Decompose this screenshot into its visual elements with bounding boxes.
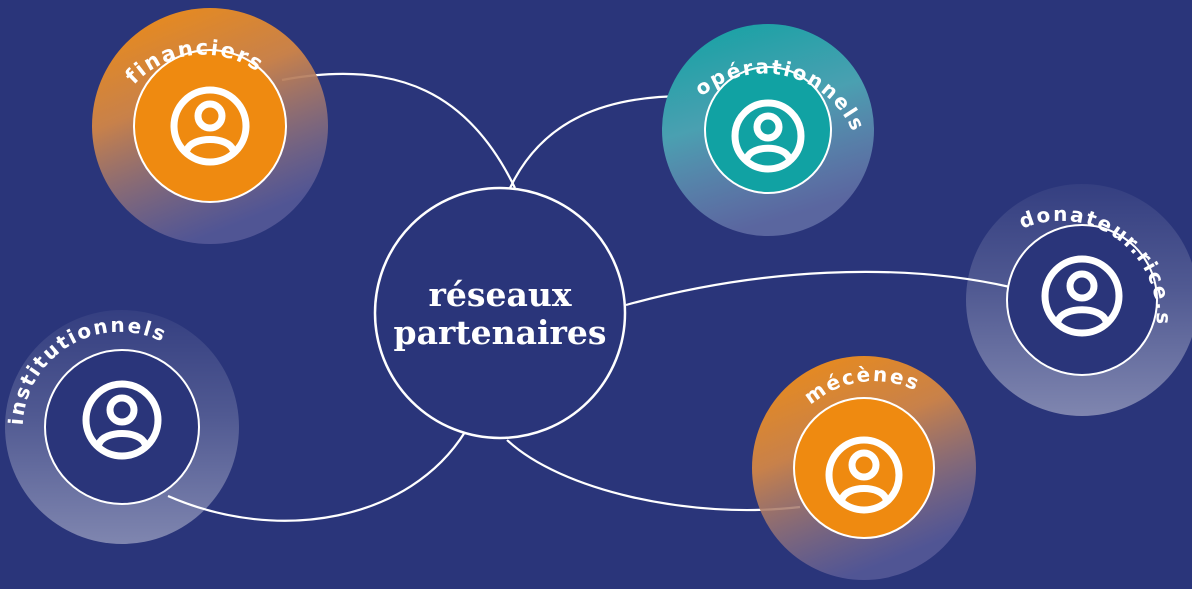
- node-disc: [704, 66, 832, 194]
- user-icon: [1041, 255, 1123, 337]
- node-institutionnels[interactable]: institutionnels: [4, 310, 239, 544]
- node-disc: [793, 397, 935, 539]
- node-financiers[interactable]: financiers: [92, 8, 328, 244]
- node-disc: [44, 349, 200, 505]
- central-hub: réseaux partenaires: [373, 186, 627, 440]
- hub-title-line1: réseaux: [428, 275, 571, 314]
- node-operationnels[interactable]: opérationnels: [662, 24, 874, 236]
- user-icon: [825, 436, 903, 514]
- node-mecenes[interactable]: mécènes: [752, 356, 976, 580]
- connector-institutionnels: [167, 431, 466, 522]
- node-donateurs[interactable]: donateur.rice.s: [966, 184, 1192, 416]
- user-icon: [82, 380, 162, 460]
- connector-mecenes: [506, 439, 801, 512]
- user-icon: [731, 99, 805, 173]
- connector-financiers: [281, 72, 516, 189]
- connector-donateurs: [625, 270, 1011, 307]
- user-icon: [170, 86, 250, 166]
- hub-title-line2: partenaires: [394, 313, 607, 352]
